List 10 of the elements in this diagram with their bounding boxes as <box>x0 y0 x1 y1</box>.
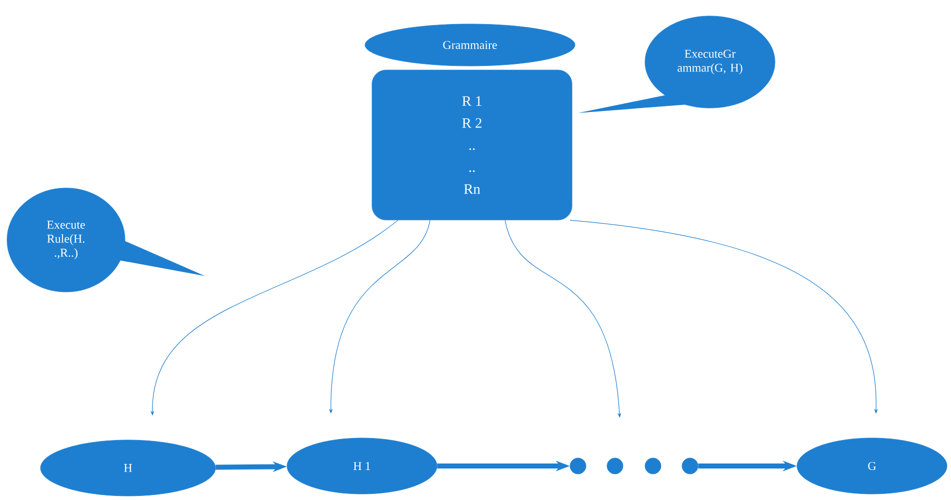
dot-node <box>570 458 586 474</box>
ellipse-node: H 1 <box>286 438 438 494</box>
ellipse-node: Grammaire <box>364 24 576 66</box>
speech-bubble: Execute Rule(H. .,R..) <box>6 188 205 292</box>
dot-node <box>682 458 698 474</box>
dot-node <box>606 458 624 474</box>
dot-node <box>644 458 662 474</box>
ellipse-node: G <box>796 438 948 494</box>
ellipse-node: H <box>40 440 216 496</box>
speech-bubble: ExecuteGr ammar(G, H) <box>578 16 776 113</box>
